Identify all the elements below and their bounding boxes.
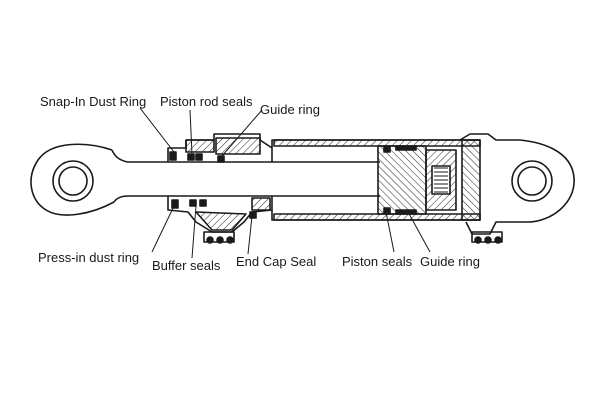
leader-piston-seals: [385, 211, 395, 253]
label-guide-ring-top: Guide ring: [260, 102, 320, 117]
piston-rod: [111, 149, 380, 203]
label-guide-ring-bottom: Guide ring: [420, 254, 480, 269]
piston: [377, 145, 457, 215]
left-rod-eye: [30, 143, 115, 216]
gland-end-cap: [167, 133, 273, 244]
leader-end-cap-seal: [247, 215, 253, 255]
leader-guide-ring-bottom: [407, 211, 431, 253]
label-press-in-dust-ring: Press-in dust ring: [38, 250, 140, 265]
label-piston-seals: Piston seals: [342, 254, 413, 269]
leader-buffer-seals: [191, 205, 197, 259]
label-end-cap-seal: End Cap Seal: [236, 254, 317, 269]
label-piston-rod-seals: Piston rod seals: [160, 94, 253, 109]
label-snap-in-dust-ring: Snap-In Dust Ring: [40, 94, 147, 109]
label-buffer-seals: Buffer seals: [152, 258, 221, 273]
leader-piston-rod-seals: [189, 109, 193, 155]
leader-snap-in-dust-ring: [139, 107, 175, 153]
leader-press-in-dust-ring: [151, 205, 175, 253]
leader-guide-ring-top: [221, 109, 263, 157]
right-end-cap: [459, 133, 575, 244]
